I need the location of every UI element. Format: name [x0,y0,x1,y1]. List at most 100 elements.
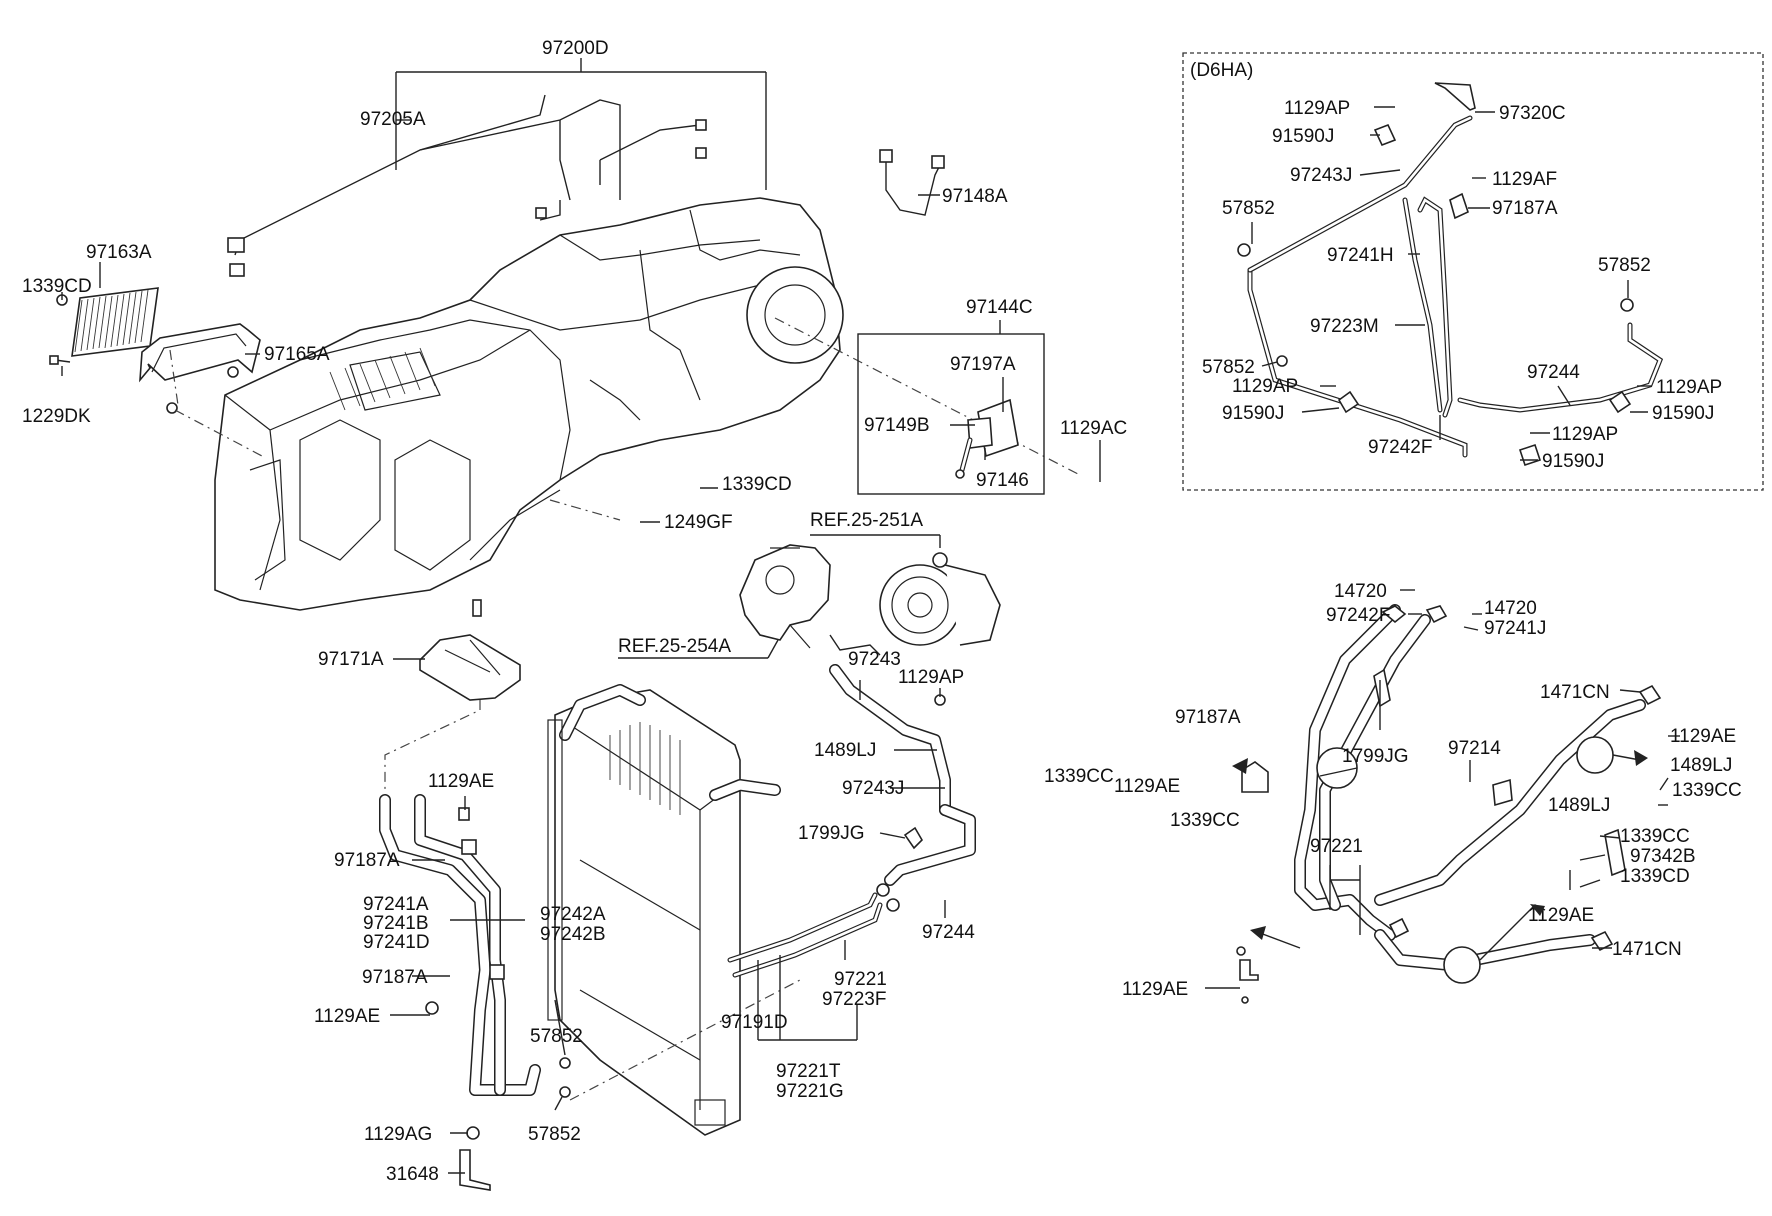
label-1129AC: 1129AC [1060,418,1127,439]
label-97171A: 97171A [318,649,384,670]
wiring-harness [227,94,707,277]
label-97165A: 97165A [264,344,330,365]
label-97242F: 97242F [1326,605,1390,626]
label-97221: 97221 [834,969,887,990]
expansion-valve [955,398,1019,479]
label-97342B: 97342B [1630,846,1696,867]
label-97187A: 97187A [1175,707,1241,728]
label-97221: 97221 [1310,836,1363,857]
heater-blower-unit [214,197,844,617]
label-97320C: 97320C [1499,103,1566,124]
label-1129AE: 1129AE [1122,979,1188,1000]
label-1339CD: 1339CD [1620,866,1690,887]
label-1471CN: 1471CN [1540,682,1610,703]
label-91590J: 91590J [1272,126,1334,147]
hoses-left [379,794,541,1191]
label-1489LJ: 1489LJ [814,740,876,761]
label-97214: 97214 [1448,738,1501,759]
label-97187A: 97187A [1492,198,1558,219]
label-91590J: 91590J [1542,451,1604,472]
label-1489LJ: 1489LJ [1548,795,1610,816]
label-1229DK: 1229DK [22,406,91,427]
label-ref-25-251A: REF.25-251A [810,510,923,531]
label-1129AE: 1129AE [428,771,494,792]
label-1129AG: 1129AG [364,1124,432,1145]
label-1339CC: 1339CC [1170,810,1240,831]
label-97241B: 97241B [363,913,429,934]
label-1799JG: 1799JG [1342,746,1409,767]
label-1129AE: 1129AE [314,1006,380,1027]
label-97241H: 97241H [1327,245,1394,266]
ac-pump [739,544,831,649]
label-57852: 57852 [1202,357,1255,378]
pipes-middle [559,634,976,1098]
label-97187A: 97187A [334,850,400,871]
label-97221T: 97221T [776,1061,841,1082]
label-97221G: 97221G [776,1081,844,1102]
label-1129AP: 1129AP [1232,376,1298,397]
label-97241A: 97241A [363,894,429,915]
cabin-air-filter [71,287,159,357]
label-97144C: 97144C [966,297,1033,318]
arrowheads [1232,750,1648,940]
label-97148A: 97148A [942,186,1008,207]
label-57852: 57852 [528,1124,581,1145]
condenser-radiator [547,684,781,1136]
label-97241J: 97241J [1484,618,1546,639]
label-1799JG: 1799JG [798,823,865,844]
box-97144C [857,333,1045,495]
label-1129AP: 1129AP [898,667,964,688]
label-97243J: 97243J [1290,165,1352,186]
label-97187A: 97187A [362,967,428,988]
bolts-left [49,294,71,365]
sensor-97148A [879,149,945,216]
label-1339CD: 1339CD [22,276,92,297]
ac-compressor [879,552,1001,646]
label-97200D: 97200D [542,38,609,59]
label-97243: 97243 [848,649,901,670]
label-97243J: 97243J [842,778,904,799]
label-97244: 97244 [1527,362,1580,383]
label-1471CN: 1471CN [1612,939,1682,960]
label-1249GF: 1249GF [664,512,733,533]
label-1129AE: 1129AE [1528,905,1594,926]
label-57852: 57852 [530,1026,583,1047]
label-97149B: 97149B [864,415,930,436]
label-14720: 14720 [1484,598,1537,619]
label-97191D: 97191D [721,1012,788,1033]
part-labels: 97200D 97205A 97148A 97163A 1339CD 97165… [22,38,1742,1185]
label-57852: 57852 [1222,198,1275,219]
filter-cover [139,323,261,414]
label-97242B: 97242B [540,924,606,945]
label-97197A: 97197A [950,354,1016,375]
label-57852: 57852 [1598,255,1651,276]
d6ha-box [1182,52,1764,491]
label-1129AE: 1129AE [1114,776,1180,797]
label-1339CC: 1339CC [1620,826,1690,847]
d6ha-pipes [1237,82,1664,467]
label-1129AF: 1129AF [1492,169,1557,190]
label-1339CD: 1339CD [722,474,792,495]
label-97242A: 97242A [540,904,606,925]
leader-lines [61,58,1680,1174]
label-ref-25-254A: REF.25-254A [618,636,731,657]
label-1339CC: 1339CC [1672,780,1742,801]
label-1489LJ: 1489LJ [1670,755,1732,776]
label-1129AP: 1129AP [1284,98,1350,119]
label-1129AP: 1129AP [1552,424,1618,445]
label-97223F: 97223F [822,989,886,1010]
label-d6ha: (D6HA) [1190,60,1253,81]
label-1339CC: 1339CC [1044,766,1114,787]
label-31648: 31648 [386,1164,439,1185]
label-97241D: 97241D [363,932,430,953]
label-91590J: 91590J [1652,403,1714,424]
label-97223M: 97223M [1310,316,1379,337]
label-97163A: 97163A [86,242,152,263]
label-97244: 97244 [922,922,975,943]
label-97146: 97146 [976,470,1029,491]
label-97242F: 97242F [1368,437,1432,458]
label-1129AP: 1129AP [1656,377,1722,398]
label-1129AE: 1129AE [1670,726,1736,747]
label-14720: 14720 [1334,581,1387,602]
